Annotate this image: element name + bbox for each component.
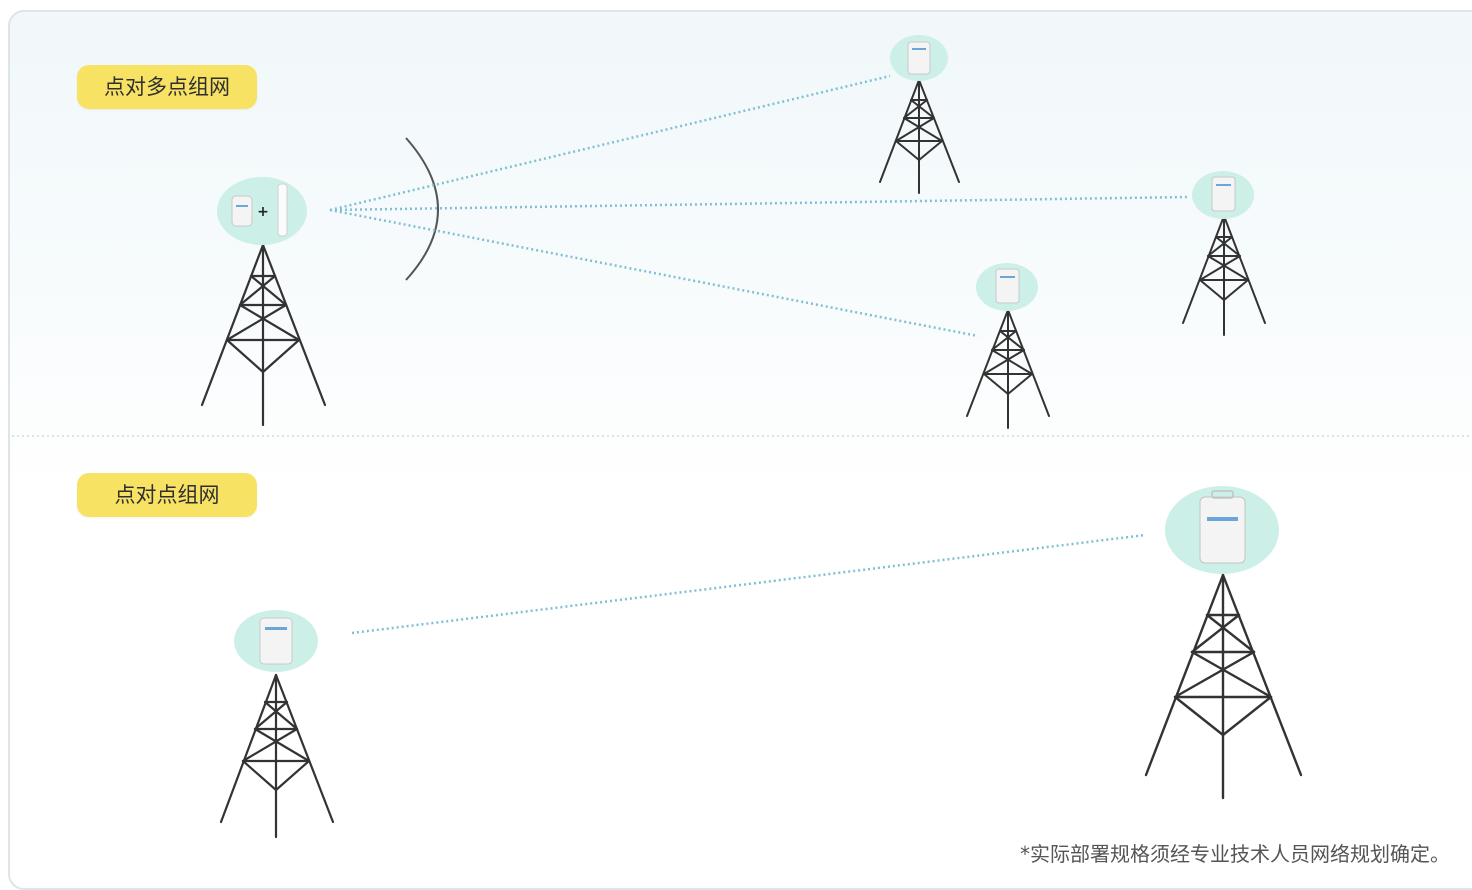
section-title-point-to-point: 点对点组网 [77,473,257,517]
deployment-footnote: *实际部署规格须经专业技术人员网络规划确定。 [1020,842,1450,866]
diagram-card [8,10,1472,890]
link-line [351,533,1146,635]
tower-remote-3 [966,309,1050,429]
tower-remote-1 [879,79,960,194]
p2p-device-a [234,610,318,672]
tower-p2p-b [1144,573,1303,800]
tower-remote-2 [1182,215,1266,336]
tower-main-base-station [200,243,327,427]
base-station-device: + [217,177,307,245]
sector-antenna-icon [277,183,288,237]
link-line [329,195,1189,212]
plus-icon: + [257,204,269,220]
p2p-device-b [1165,486,1279,574]
link-line [329,208,979,338]
beam-arc [405,137,439,281]
tower-p2p-a [219,673,335,839]
wireless-links [329,74,1189,635]
cpe-device-remote-1 [890,35,948,81]
cpe-device-remote-3 [976,263,1038,311]
cpe-device-remote-2 [1192,171,1254,219]
link-line [329,74,891,212]
section-title-point-to-multipoint: 点对多点组网 [77,65,257,109]
